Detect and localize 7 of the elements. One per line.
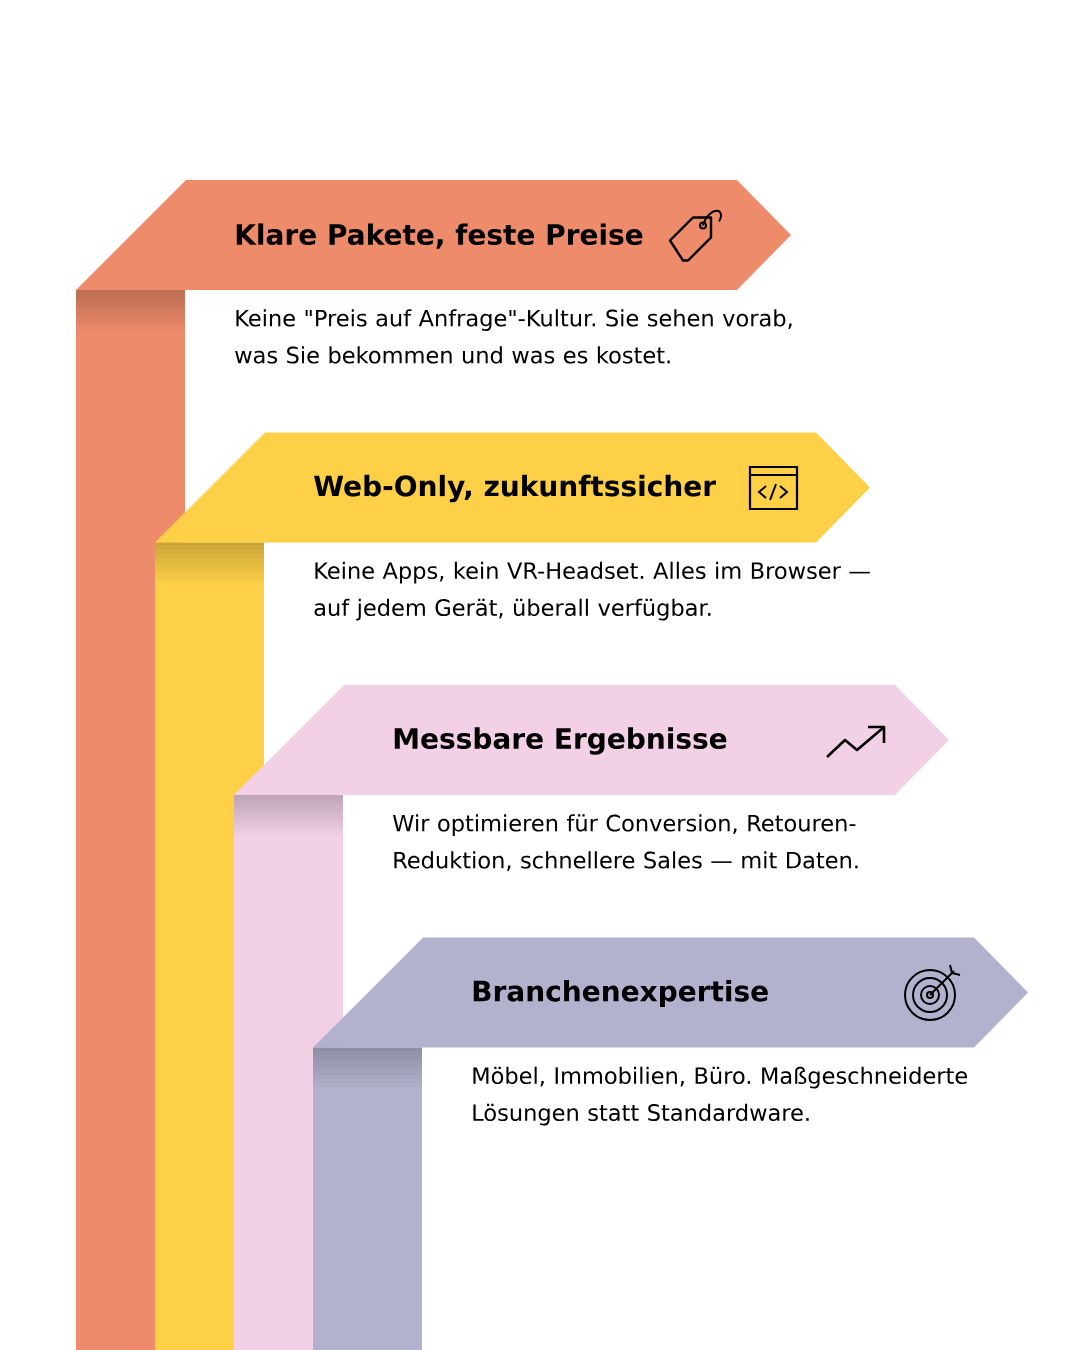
node-label: Keine "Preis auf Anfrage"-Kultur. Sie sehen vorab, was Sie bekommen und was es kostet. [235,309,792,364]
node-label: Web-Only, zukunftssicher [314,474,716,503]
node-label: Klare Pakete, feste Preise [236,223,643,249]
ribbon-band: Branchenexpertise Möbel, Immobilien, Büro. Maßgeschneiderte Lösungen statt Standardware. [313,937,1028,1350]
node-label: Keine Apps, kein VR-Headset. Alles im Browser — auf jedem Gerät, überall verfügbar. [314,561,870,621]
node-label: Wir optimieren für Conversion, Retouren-Reduktion, schnellere Sales — mit Daten. [392,814,858,871]
node-label: Möbel, Immobilien, Büro. Maßgeschneiderte Lösungen statt Standardware. [473,1066,968,1126]
